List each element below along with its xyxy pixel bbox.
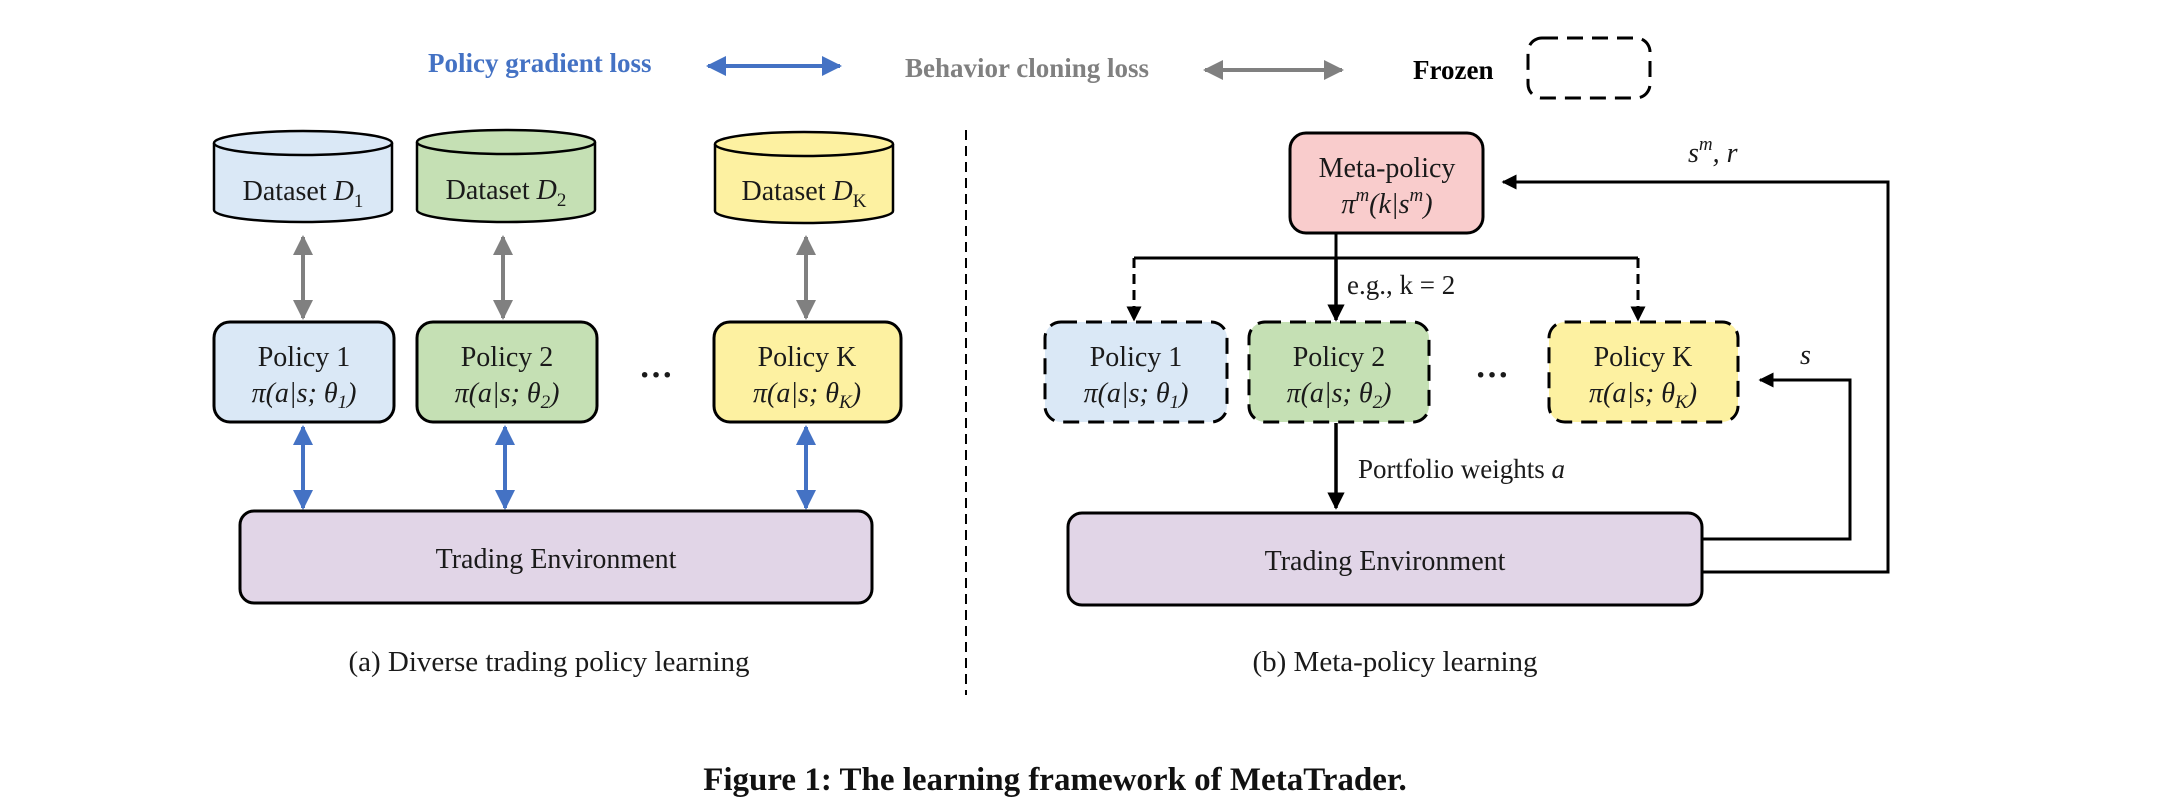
meta-policy-formula: πm(k|sm) (1341, 185, 1432, 220)
policy-k-formula: π(a|s; θK) (753, 378, 861, 413)
dataset-k-cylinder: Dataset DK (713, 130, 895, 225)
dataset-1-cylinder: Dataset D1 (212, 129, 394, 224)
panel-b-caption: (b) Meta-policy learning (1252, 646, 1537, 678)
frozen-policy-2-title: Policy 2 (1293, 342, 1386, 373)
dataset-k-label: Dataset DK (742, 176, 867, 212)
policy-1-box: Policy 1 π(a|s; θ1) (212, 320, 396, 424)
frozen-policy-2-formula: π(a|s; θ2) (1287, 378, 1392, 413)
legend-frozen: Frozen (1413, 55, 1493, 85)
trading-environment-a-label: Trading Environment (436, 544, 677, 575)
panel-a: Dataset D1 Dataset D2 Dataset DK Policy … (212, 128, 903, 678)
state-feedback-arrow (1702, 372, 1852, 541)
frozen-policy-k-formula: π(a|s; θK) (1589, 378, 1697, 413)
policy-1-formula: π(a|s; θ1) (252, 378, 357, 413)
panel-b: Meta-policy πm(k|sm) e.g., k = 2 Policy … (1043, 131, 1890, 678)
policy-2-box: Policy 2 π(a|s; θ2) (415, 320, 599, 424)
legend-frozen-swatch (1526, 36, 1652, 100)
figure-caption: Figure 1: The learning framework of Meta… (703, 762, 1407, 797)
frozen-policy-1-title: Policy 1 (1090, 342, 1183, 373)
state-feedback-label: s (1800, 340, 1811, 371)
policy-2-formula: π(a|s; θ2) (455, 378, 560, 413)
policy-2-title: Policy 2 (461, 342, 554, 373)
policies-ellipsis-a: ··· (639, 357, 673, 394)
dataset-2-label: Dataset D2 (446, 175, 567, 211)
legend: Policy gradient loss Behavior cloning lo… (428, 36, 1652, 100)
trading-environment-b-label: Trading Environment (1265, 546, 1506, 577)
policy-k-box: Policy K π(a|s; θK) (712, 320, 903, 424)
legend-behavior-cloning: Behavior cloning loss (905, 53, 1149, 83)
meta-policy-title: Meta-policy (1319, 153, 1456, 184)
dataset-1-label: Dataset D1 (243, 176, 364, 212)
policy-k-title: Policy K (758, 342, 857, 373)
frozen-policy-1-box: Policy 1 π(a|s; θ1) (1043, 320, 1229, 424)
dataset-2-cylinder: Dataset D2 (415, 128, 597, 224)
policies-ellipsis-b: ··· (1475, 357, 1509, 394)
frozen-policy-2-box: Policy 2 π(a|s; θ2) (1247, 320, 1431, 424)
frozen-policy-k-title: Policy K (1594, 342, 1693, 373)
meta-feedback-label: sm, r (1688, 134, 1738, 169)
meta-policy-box: Meta-policy πm(k|sm) (1288, 131, 1485, 235)
portfolio-weights-label: Portfolio weights a (1358, 454, 1565, 484)
trading-environment-a: Trading Environment (238, 509, 874, 605)
example-label: e.g., k = 2 (1347, 270, 1455, 300)
frozen-policy-k-box: Policy K π(a|s; θK) (1547, 320, 1740, 424)
panel-a-caption: (a) Diverse trading policy learning (348, 646, 749, 678)
legend-policy-gradient: Policy gradient loss (428, 48, 652, 78)
frozen-policy-1-formula: π(a|s; θ1) (1084, 378, 1189, 413)
policy-1-title: Policy 1 (258, 342, 351, 373)
meta-feedback-arrow (1501, 174, 1890, 574)
selection-tree: e.g., k = 2 (1126, 234, 1646, 322)
trading-environment-b: Trading Environment (1066, 511, 1704, 607)
